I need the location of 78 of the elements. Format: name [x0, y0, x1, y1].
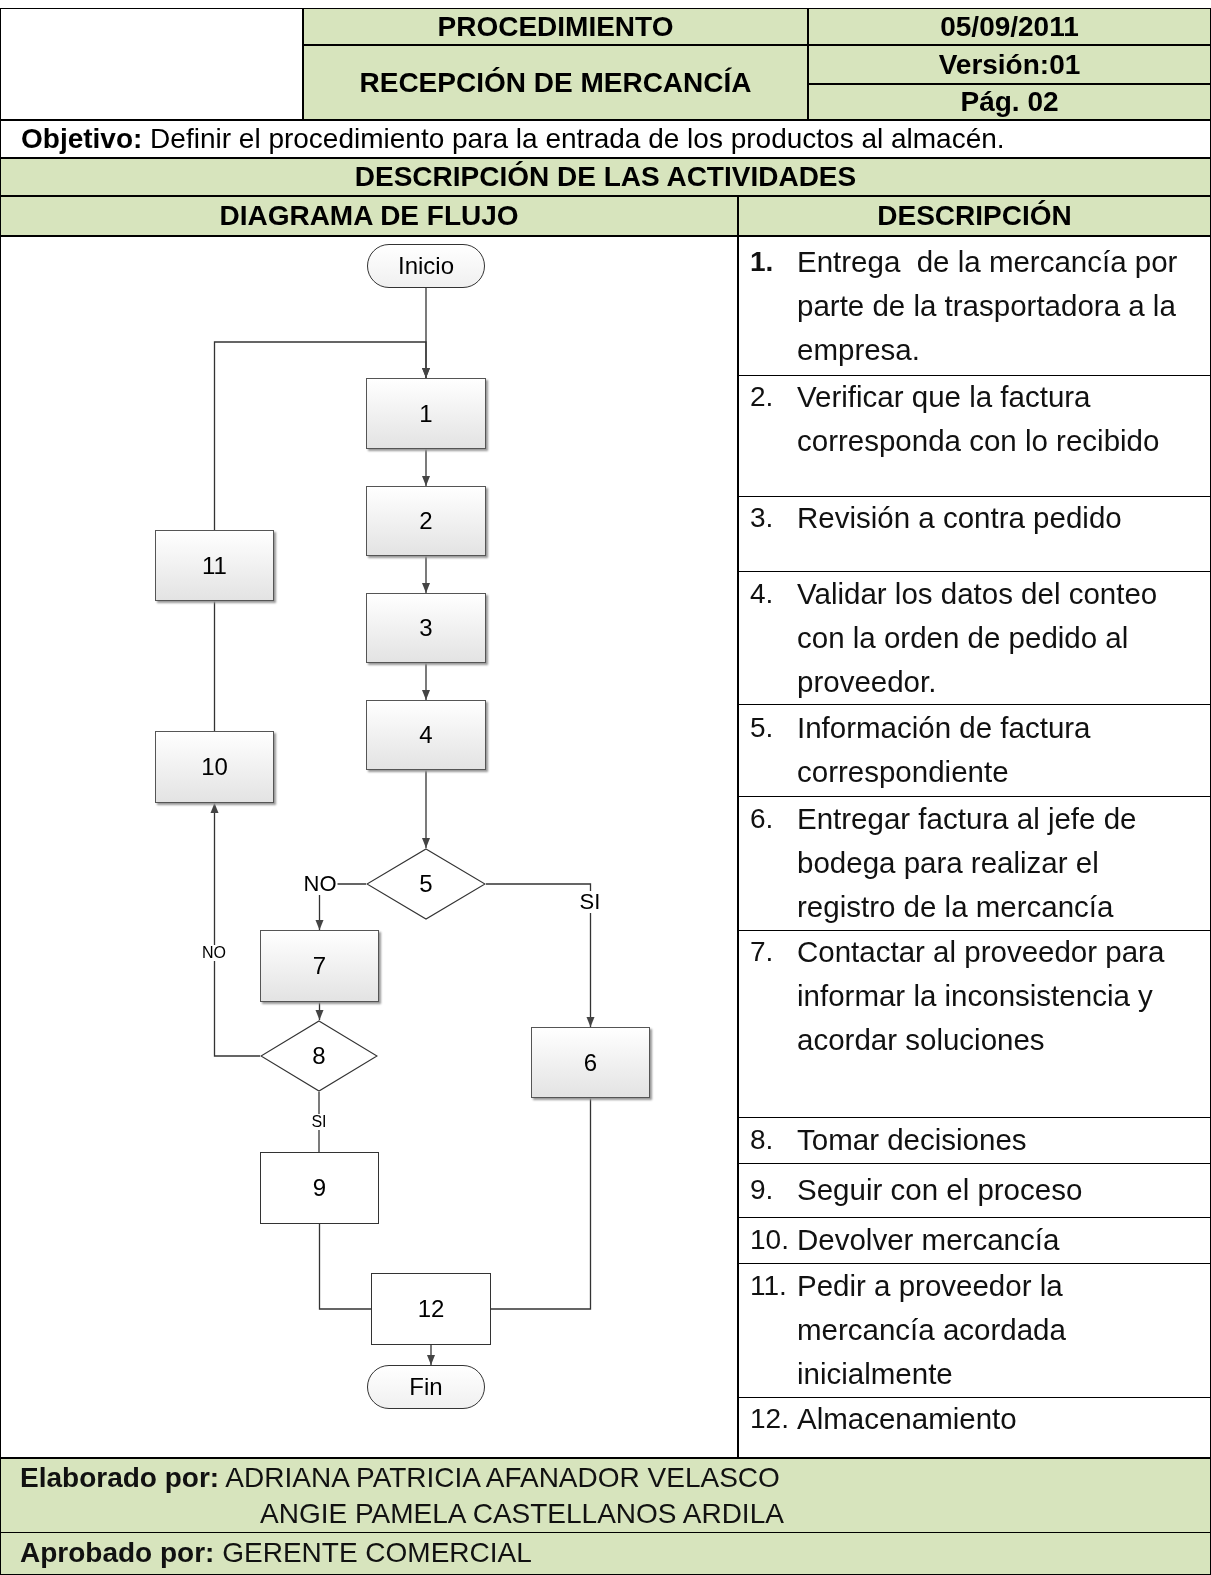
process-box	[366, 700, 486, 770]
step-description: Almacenamiento	[797, 1401, 1018, 1437]
step-number: 4	[419, 721, 433, 749]
step-number: 11.	[750, 1269, 787, 1303]
connector-line	[318, 1223, 372, 1310]
arrow	[213, 341, 430, 531]
edge-label: SI	[310, 1114, 328, 1130]
step-description: Tomar decisiones	[797, 1122, 1028, 1158]
process-box	[155, 530, 274, 601]
step-number: 9	[312, 1174, 327, 1202]
arrow	[422, 555, 430, 594]
process-box	[155, 731, 274, 803]
objective-text: Objetivo: Definir el procedimiento para la entrada de los productos al almacén.	[0, 120, 1211, 158]
decision-diamond	[260, 1020, 378, 1092]
date-cell: 05/09/2011	[808, 8, 1211, 45]
process-box	[531, 1027, 650, 1098]
title-cell: PROCEDIMIENTO	[303, 8, 808, 45]
arrow	[427, 1344, 435, 1366]
page-cell: Pág. 02	[808, 84, 1211, 120]
step-number: 9.	[750, 1173, 774, 1207]
edge-label: NO	[302, 873, 338, 895]
step-number: 7	[312, 952, 327, 980]
decision-diamond	[366, 848, 486, 920]
step-number: 1	[419, 399, 433, 428]
connector-line	[490, 1097, 592, 1310]
step-description: Entregar factura al jefe de bodega para realizar el registro de la mercancía	[797, 801, 1138, 925]
step-number: 10	[201, 753, 228, 781]
step-description: Revisión a contra pedido	[797, 500, 1123, 536]
step-number: 11	[202, 551, 227, 580]
step-number: 6.	[750, 802, 774, 836]
step-number: 3	[419, 614, 433, 642]
step-number: 7.	[750, 935, 774, 969]
edge-label: SI	[578, 891, 602, 913]
process-box	[260, 930, 379, 1002]
arrow	[422, 662, 430, 701]
step-number: 12.	[750, 1402, 789, 1436]
step-description: Información de factura correspondiente	[797, 710, 1092, 790]
step-number: 12	[417, 1295, 445, 1323]
step-number: 2.	[750, 380, 774, 414]
title-cell: RECEPCIÓN DE MERCANCÍA	[303, 45, 808, 120]
step-number: 5	[419, 870, 433, 898]
arrow	[485, 883, 595, 1028]
step-number: 1.	[750, 244, 774, 279]
version-cell: Versión:01	[808, 45, 1211, 84]
process-box	[366, 378, 486, 449]
section-heading: DESCRIPCIÓN DE LAS ACTIVIDADES	[0, 158, 1211, 196]
column-heading: DIAGRAMA DE FLUJO	[0, 196, 738, 236]
approval-text: Aprobado por: GERENTE COMERCIAL	[20, 1536, 532, 1570]
step-number: 3.	[750, 501, 774, 535]
terminal-label: Fin	[409, 1373, 443, 1401]
step-description: Validar los datos del conteo con la orden de pedido al proveedor.	[797, 575, 1159, 700]
step-description: Seguir con el proceso	[797, 1172, 1084, 1208]
arrow	[315, 1001, 324, 1021]
step-description: Entrega de la mercancía por parte de la trasportadora a la empresa.	[797, 243, 1179, 368]
step-description: Contactar al proveedor para informar la inconsistencia y acordar soluciones	[797, 934, 1166, 1058]
step-description: Pedir a proveedor la mercancía acordada inicialmente	[797, 1268, 1067, 1392]
step-number: 8.	[750, 1123, 774, 1157]
step-number: 4.	[750, 576, 774, 611]
process-box	[371, 1273, 491, 1345]
step-number: 6	[583, 1048, 598, 1077]
arrow	[210, 802, 261, 1057]
arrow	[422, 448, 430, 487]
arrow	[422, 769, 430, 849]
process-box	[260, 1152, 379, 1224]
step-number: 5.	[750, 711, 774, 745]
author-text: ANGIE PAMELA CASTELLANOS ARDILA	[260, 1497, 784, 1531]
terminal-label: Inicio	[398, 252, 454, 280]
step-number: 10.	[750, 1223, 789, 1257]
step-description: Verificar que la factura corresponda con lo recibido	[797, 379, 1161, 459]
step-description: Devolver mercancía	[797, 1222, 1061, 1258]
edge-label: NO	[201, 945, 227, 961]
connector-line	[213, 600, 216, 732]
author-text: Elaborado por: ADRIANA PATRICIA AFANADOR VELASCO	[20, 1461, 780, 1495]
step-number: 2	[419, 507, 433, 535]
process-box	[366, 593, 486, 663]
process-box	[366, 486, 486, 556]
column-heading: DESCRIPCIÓN	[738, 196, 1211, 236]
step-number: 8	[312, 1042, 326, 1070]
